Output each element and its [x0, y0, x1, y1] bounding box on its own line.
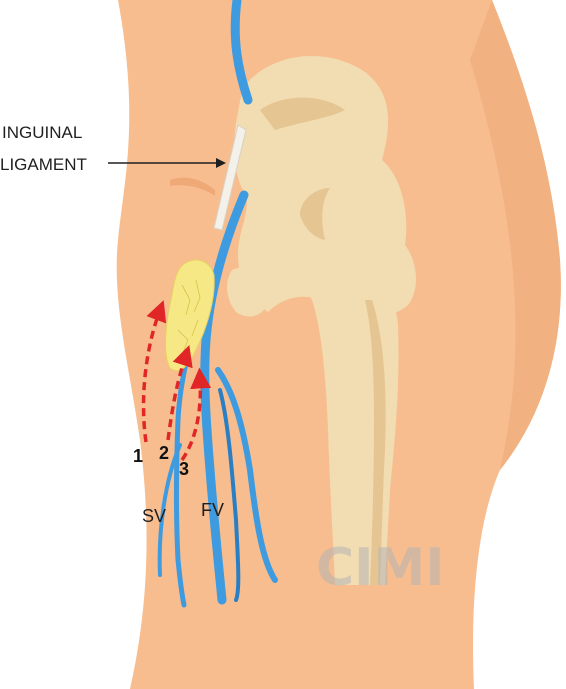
femoral-vein: [200, 0, 278, 605]
step-label-1: 1: [133, 446, 143, 466]
watermark-logo: CIMI: [316, 538, 445, 598]
lymph-node: [165, 259, 215, 372]
ligament-label-line2: LIGAMENT: [0, 155, 87, 174]
step-label-2: 2: [159, 443, 169, 463]
skin-shade-back: [470, 0, 561, 470]
inguinal-ligament: [213, 124, 247, 231]
femoral-head-shade: [300, 188, 330, 240]
femur-bone: [296, 174, 399, 585]
sv-label: SV: [142, 506, 166, 526]
approach-arrow-3: [180, 367, 212, 462]
skin-shade-crease: [170, 177, 215, 196]
approach-arrow-1: [141, 300, 167, 443]
ligament-pointer-head: [216, 158, 226, 168]
obturator-region: [227, 267, 271, 317]
fv-label: FV: [201, 500, 224, 520]
femur-shaft-shade: [365, 300, 386, 585]
ligament-label-line1: INGUINAL: [2, 123, 82, 142]
approach-arrow-2: [166, 345, 193, 441]
pelvis-shadow: [260, 97, 345, 130]
lymph-node-texture: [177, 279, 201, 356]
step-label-3: 3: [179, 459, 189, 479]
